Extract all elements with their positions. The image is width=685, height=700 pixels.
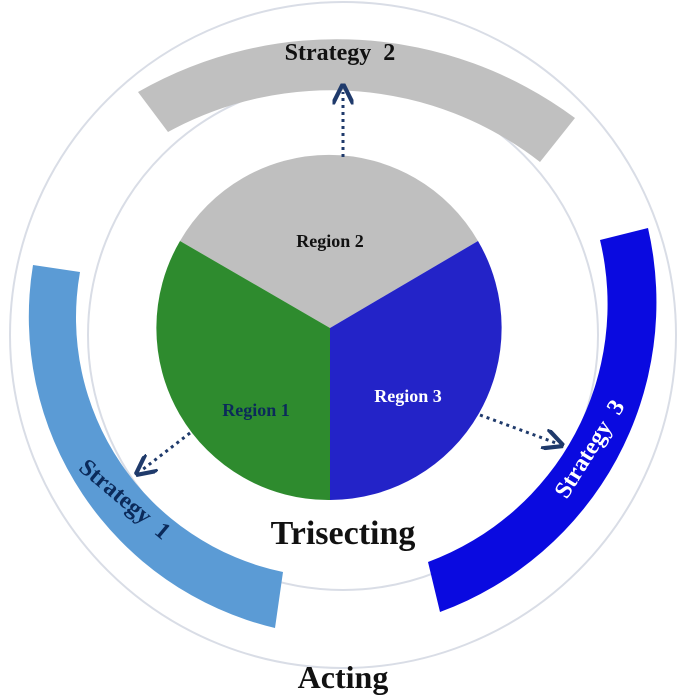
strategy-3-band: [428, 228, 657, 612]
arrow-to-strategy-1: [142, 431, 191, 470]
acting-label: Acting: [298, 659, 389, 695]
region-2-label: Region 2: [296, 231, 364, 251]
region-1-label: Region 1: [222, 400, 290, 420]
region-2-wedge: [180, 154, 478, 328]
region-1-wedge: [156, 241, 330, 501]
region-3-wedge: [330, 241, 502, 500]
strategy-2-label: Strategy 2: [285, 40, 396, 66]
region-3-label: Region 3: [374, 386, 442, 406]
outer-ring: [9, 1, 677, 669]
arrow-to-strategy-3: [479, 413, 556, 443]
strategy-2-band: [138, 39, 575, 162]
trisecting-label: Trisecting: [271, 515, 416, 552]
strategy-1-band: [28, 265, 283, 628]
